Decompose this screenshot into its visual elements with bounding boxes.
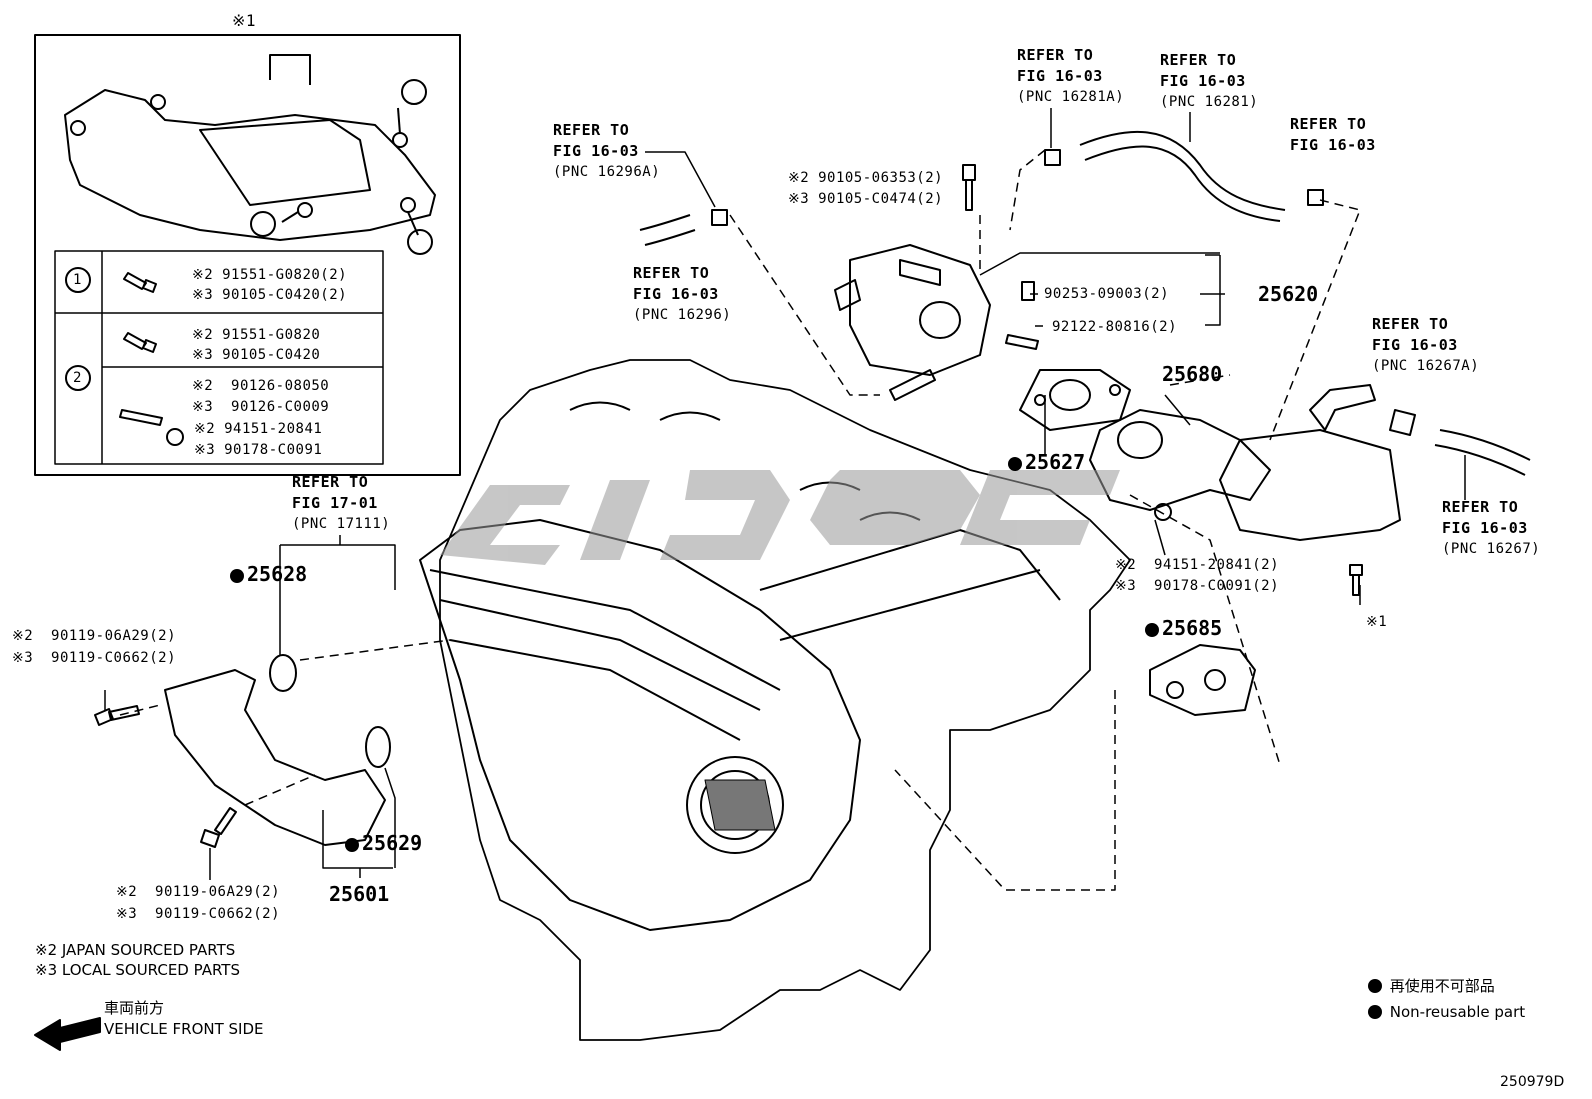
pn-25680: 25680 xyxy=(1162,362,1223,386)
non-reusable-dot-25627 xyxy=(1008,457,1022,471)
bolt-top-line-2: ※3 90105-C0474(2) xyxy=(788,191,944,207)
inset-frame xyxy=(34,34,461,476)
gasket-25685 xyxy=(1149,644,1256,716)
bolt-left-line-2: ※3 90119-C0662(2) xyxy=(12,650,177,666)
legend-dot-jp xyxy=(1368,979,1382,993)
legend-dot-en xyxy=(1368,1005,1382,1019)
nut-right-line-1: ※2 94151-20841(2) xyxy=(1115,557,1280,573)
inset-row-3-line-4: ※3 90178-C0091 xyxy=(194,442,323,458)
pn-25628: 25628 xyxy=(230,562,307,586)
legend-jp: 再使用不可部品 xyxy=(1368,976,1495,996)
nut-right-line-2: ※3 90178-C0091(2) xyxy=(1115,578,1280,594)
bolt-bottom-line-1: ※2 90119-06A29(2) xyxy=(116,884,281,900)
pn-25627: 25627 xyxy=(1008,450,1085,474)
pn-25620: 25620 xyxy=(1258,282,1319,306)
non-reusable-dot-25628 xyxy=(230,569,244,583)
egr-cooler xyxy=(1219,429,1401,541)
inset-row-1-num: 1 xyxy=(73,272,82,288)
inset-row-2-num: 2 xyxy=(73,370,82,386)
bolt-left-line-1: ※2 90119-06A29(2) xyxy=(12,628,177,644)
front-label-en: VEHICLE FRONT SIDE xyxy=(104,1020,264,1038)
footnote-local: ※3 LOCAL SOURCED PARTS xyxy=(35,961,240,979)
non-reusable-dot-25629 xyxy=(345,838,359,852)
gasket-25629 xyxy=(365,726,391,768)
non-reusable-dot-25685 xyxy=(1145,623,1159,637)
gasket-25628 xyxy=(269,654,297,692)
inset-row-1-line-1: ※2 91551-G0820(2) xyxy=(192,267,348,283)
inset-row-3-line-1: ※2 90126-08050 xyxy=(192,378,330,394)
bolt-bottom-line-2: ※3 90119-C0662(2) xyxy=(116,906,281,922)
inset-row-1-line-2: ※3 90105-C0420(2) xyxy=(192,287,348,303)
pn-25685: 25685 xyxy=(1145,616,1222,640)
gasket-25627 xyxy=(1019,369,1131,431)
inset-row-3-line-2: ※3 90126-C0009 xyxy=(192,399,330,415)
inset-row-2-line-1: ※2 91551-G0820 xyxy=(192,327,321,343)
figure-id: 250979D xyxy=(1500,1074,1565,1090)
part-90253: 90253-09003(2) xyxy=(1044,286,1170,302)
legend-en: Non-reusable part xyxy=(1368,1002,1525,1022)
inset-cooler xyxy=(64,89,436,241)
bolt-top-line-1: ※2 90105-06353(2) xyxy=(788,170,944,186)
pn-25601: 25601 xyxy=(329,882,390,906)
inset-row-3-line-3: ※2 94151-20841 xyxy=(194,421,323,437)
part-92122: 92122-80816(2) xyxy=(1052,319,1178,335)
egr-pipe-25680 xyxy=(1089,409,1271,511)
inset-marker: ※1 xyxy=(232,11,257,30)
watermark xyxy=(440,470,1120,565)
footnote-japan: ※2 JAPAN SOURCED PARTS xyxy=(35,941,236,959)
front-label-jp: 車両前方 xyxy=(104,999,165,1017)
pn-25629: 25629 xyxy=(345,831,422,855)
inset-row-2-line-2: ※3 90105-C0420 xyxy=(192,347,321,363)
bypass-pipe xyxy=(164,669,386,846)
mark-1: ※1 xyxy=(1366,614,1388,630)
engine-block xyxy=(439,359,1131,1041)
egr-valve xyxy=(849,244,991,376)
